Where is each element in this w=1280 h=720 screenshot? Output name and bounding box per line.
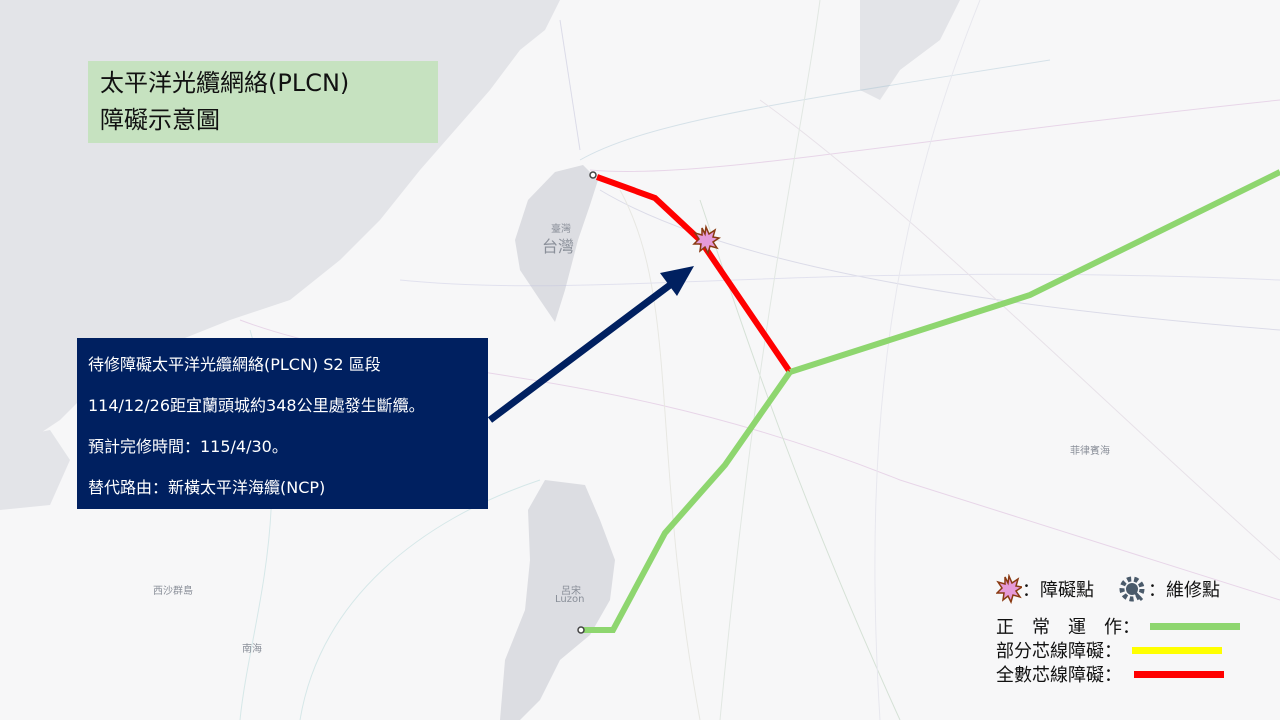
pointer-arrow	[487, 282, 673, 423]
legend-full-label: 全數芯線障礙：	[996, 665, 1122, 686]
label-south-sea: 南海	[242, 644, 262, 655]
landing-station-taiwan	[589, 171, 597, 179]
title-box: 太平洋光纜網絡(PLCN) 障礙示意圖	[88, 61, 438, 143]
fault-point-icon	[692, 224, 721, 256]
label-philippine-sea: 菲律賓海	[1070, 446, 1110, 457]
legend: ：障礙點 ：維修點 正 常 運 作： 部分芯線障礙： 全數芯線障礙：	[996, 572, 1240, 686]
cable-normal-segment	[789, 169, 1280, 375]
legend-normal-label: 正 常 運 作：	[996, 617, 1140, 638]
legend-partial-swatch	[1132, 646, 1222, 654]
title-line-1: 太平洋光纜網絡(PLCN)	[100, 69, 350, 97]
title-line-2: 障礙示意圖	[100, 106, 220, 134]
info-line-1: 待修障礙太平洋光纜網絡(PLCN) S2 區段	[88, 355, 381, 374]
legend-repair-point: ：維修點	[1148, 580, 1220, 601]
landing-station-luzon	[577, 626, 585, 634]
label-taiwan: 台灣	[542, 237, 575, 256]
land-taiwan	[515, 165, 598, 322]
label-paracel: 西沙群島	[153, 586, 193, 597]
info-line-2: 114/12/26距宜蘭頭城約348公里處發生斷纜。	[88, 396, 425, 415]
land-luzon	[500, 480, 615, 720]
label-luzon-en: Luzon	[555, 594, 585, 605]
cable-normal-segment-luzon	[583, 370, 793, 633]
info-line-4: 替代路由：新橫太平洋海纜(NCP)	[88, 478, 326, 497]
repair-point-legend-icon	[1119, 576, 1145, 602]
fault-point-legend-icon	[996, 574, 1022, 604]
land-korea-japan	[860, 0, 960, 100]
legend-normal-swatch	[1150, 622, 1240, 630]
legend-full-swatch	[1134, 670, 1224, 678]
label-taiwan-small: 臺灣	[551, 224, 571, 235]
pointer-arrowhead	[660, 266, 694, 296]
land-hainan	[0, 430, 70, 510]
fault-info-box: 待修障礙太平洋光纜網絡(PLCN) S2 區段 114/12/26距宜蘭頭城約3…	[77, 338, 488, 509]
info-line-3: 預計完修時間：115/4/30。	[88, 437, 288, 456]
cable-plcn-fault-segment	[595, 174, 793, 374]
legend-partial-label: 部分芯線障礙：	[996, 641, 1122, 662]
label-luzon-zh: 呂宋	[561, 586, 581, 597]
legend-fault-point: ：障礙點	[1022, 580, 1094, 601]
